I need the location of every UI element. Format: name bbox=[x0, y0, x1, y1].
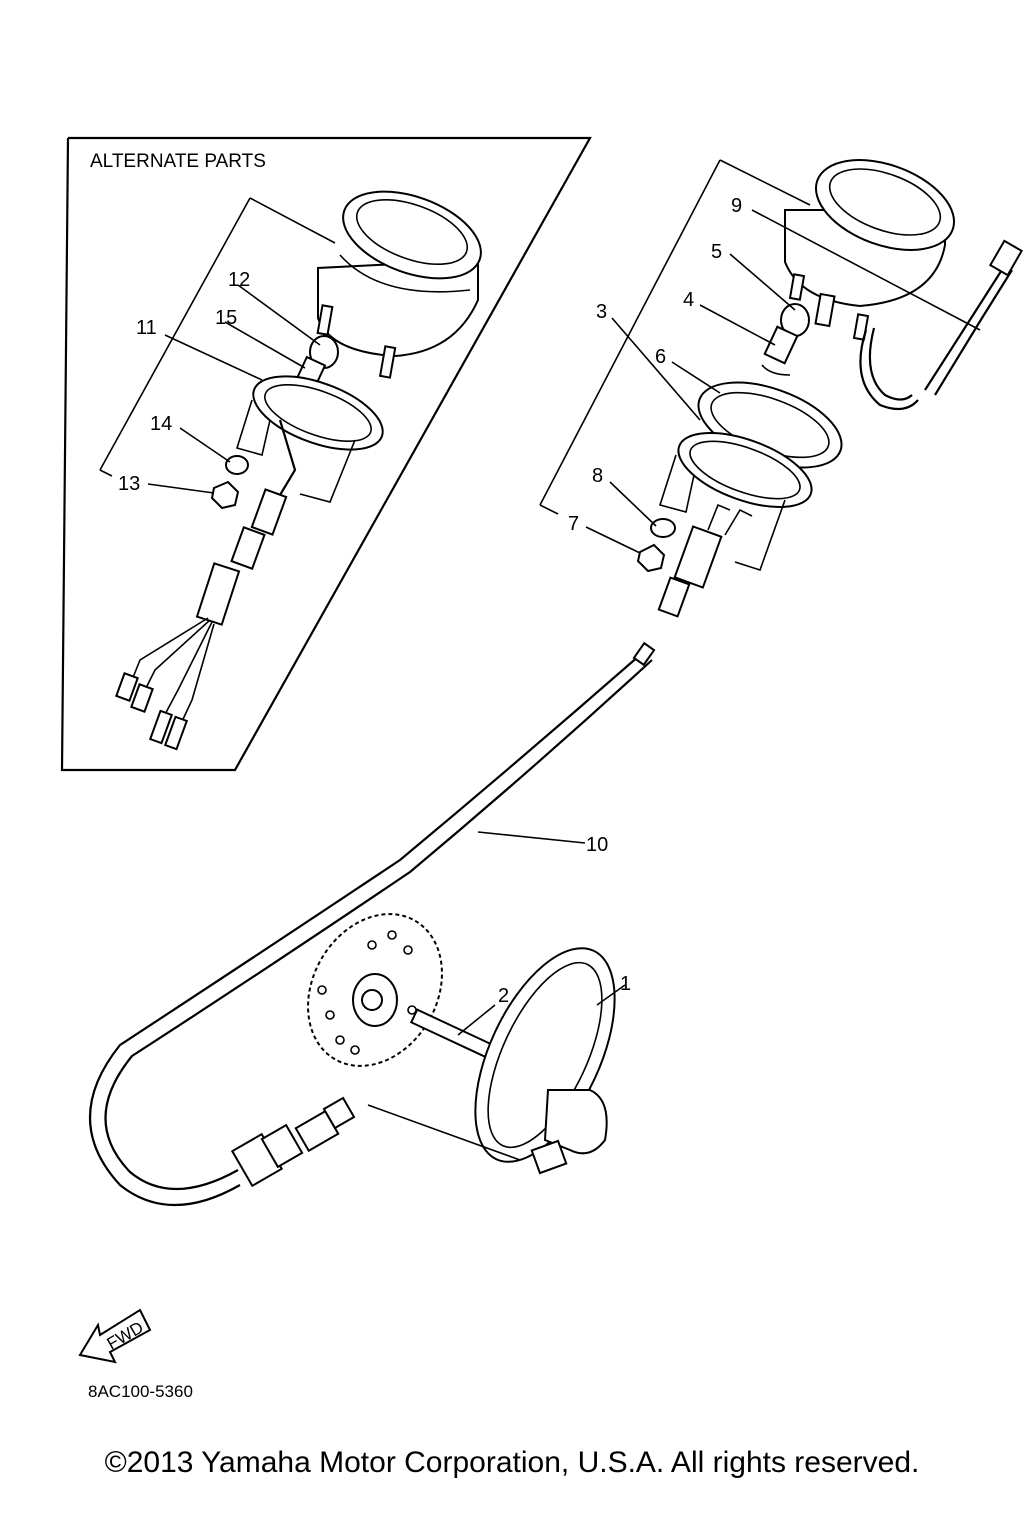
callout-6: 6 bbox=[655, 346, 666, 368]
alt-bracket bbox=[235, 375, 384, 503]
callout-3: 3 bbox=[596, 301, 607, 323]
gauge-9 bbox=[784, 159, 956, 411]
callout-4: 4 bbox=[683, 289, 694, 311]
drive-unit: 2 1 bbox=[307, 913, 631, 1175]
callout-13: 13 bbox=[118, 473, 140, 495]
callout-5: 5 bbox=[711, 241, 722, 263]
alt-gauge bbox=[316, 190, 482, 379]
callout-11: 11 bbox=[136, 317, 157, 339]
alternate-parts-label: ALTERNATE PARTS bbox=[90, 151, 266, 172]
bulb bbox=[761, 303, 810, 376]
nut-washer bbox=[636, 518, 676, 573]
hose bbox=[924, 239, 1024, 396]
copyright-notice: ©2013 Yamaha Motor Corporation, U.S.A. A… bbox=[104, 1446, 920, 1479]
alt-nut-washer bbox=[210, 455, 249, 510]
callout-9: 9 bbox=[731, 195, 742, 217]
callout-12: 12 bbox=[228, 269, 250, 291]
diagram-code: 8AC100-5360 bbox=[88, 1382, 193, 1401]
alternate-parts-box: ALTERNATE PARTS bbox=[60, 136, 592, 772]
cable: 10 bbox=[88, 641, 656, 1207]
callout-7: 7 bbox=[568, 513, 579, 535]
callout-2: 2 bbox=[498, 985, 509, 1007]
sender bbox=[657, 503, 753, 618]
bracket-ring bbox=[658, 381, 843, 571]
alt-harness bbox=[115, 419, 297, 751]
fwd-arrow-icon: FWD bbox=[78, 1308, 152, 1364]
callout-8: 8 bbox=[592, 465, 603, 487]
callout-1: 1 bbox=[620, 973, 631, 995]
callout-14: 14 bbox=[150, 413, 172, 435]
callout-10: 10 bbox=[586, 834, 608, 856]
callout-15: 15 bbox=[215, 307, 237, 329]
main-gauge-assembly: 9 5 4 3 6 8 7 bbox=[539, 159, 1024, 618]
